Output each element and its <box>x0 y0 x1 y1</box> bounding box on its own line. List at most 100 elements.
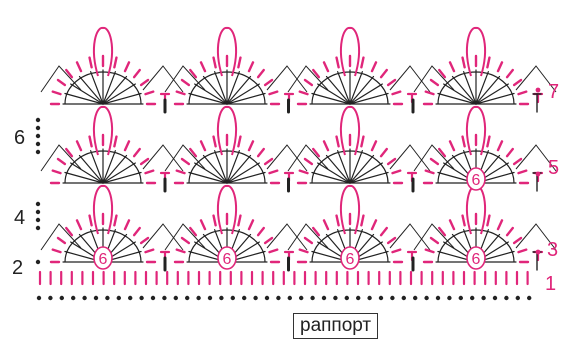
double-crochet-spoke <box>349 162 383 184</box>
picot-stitch <box>303 78 314 87</box>
picot-stitch <box>448 61 456 73</box>
chain-net <box>515 223 557 251</box>
chain-dot <box>310 295 315 301</box>
double-crochet-spoke <box>202 75 228 105</box>
picot-stitch <box>65 68 74 79</box>
chain-dot <box>356 295 361 301</box>
chain-net <box>142 144 184 172</box>
double-crochet-spoke <box>311 171 351 184</box>
double-crochet-spoke <box>102 75 128 105</box>
double-crochet-spoke <box>349 171 389 184</box>
double-crochet-spoke <box>194 83 228 105</box>
picot-stitch <box>370 219 378 231</box>
picot-stitch <box>429 78 440 87</box>
picot-stitch <box>199 219 207 231</box>
double-crochet-spoke <box>349 83 383 105</box>
chain-dot <box>253 295 258 301</box>
chain-loop <box>93 27 113 77</box>
picot-stitch <box>268 248 279 254</box>
picot-stitch <box>247 61 255 73</box>
foundation-rows <box>35 117 532 301</box>
picot-stitch <box>424 248 435 254</box>
picot-stitch <box>486 214 491 227</box>
picot-stitch <box>75 140 83 152</box>
row-number-5: 5 <box>548 157 560 179</box>
picot-stitch <box>438 68 447 79</box>
chain-dot <box>35 201 41 207</box>
picot-stitch <box>438 147 447 158</box>
count-marker <box>217 246 237 270</box>
chain-net <box>515 65 557 93</box>
double-crochet-spoke <box>64 171 104 184</box>
chain-net <box>389 223 431 251</box>
row-number-7: 7 <box>548 81 560 103</box>
double-crochet-spoke <box>226 75 252 105</box>
chain-dot <box>333 295 338 301</box>
picot-stitch <box>123 140 131 152</box>
picot-stitch <box>123 61 131 73</box>
rapport-label: раппорт <box>293 313 379 339</box>
picot-stitch <box>379 68 388 79</box>
picot-stitch <box>212 56 217 69</box>
chain-dot <box>82 295 87 301</box>
shell-layer <box>49 54 530 264</box>
picot-stitch <box>496 61 504 73</box>
chain-net <box>40 65 82 93</box>
chain-loop <box>93 106 113 156</box>
chain-dot <box>173 295 178 301</box>
chain-net-layer <box>40 65 557 272</box>
chain-loop <box>340 27 360 77</box>
double-crochet-spoke <box>78 75 104 105</box>
double-crochet-spoke <box>325 154 351 184</box>
double-crochet-spoke <box>475 83 509 105</box>
chain-dot <box>458 295 463 301</box>
picot-stitch <box>448 140 456 152</box>
picot-stitch <box>56 236 67 245</box>
count-marker <box>466 246 486 270</box>
picot-stitch <box>132 147 141 158</box>
double-crochet-spoke <box>70 162 104 184</box>
picot-stitch <box>360 214 365 227</box>
double-crochet-spoke <box>70 83 104 105</box>
picot-stitch <box>370 140 378 152</box>
shell-count-label: 6 <box>99 251 108 268</box>
picot-stitch <box>391 90 402 96</box>
picot-stitch <box>303 157 314 166</box>
picot-stitch <box>438 226 447 237</box>
chain-net <box>287 65 329 93</box>
double-crochet-spoke <box>214 150 228 184</box>
chain-dot <box>447 295 452 301</box>
picot-stitch <box>180 236 191 245</box>
picot-stitch <box>263 157 274 166</box>
picot-stitch <box>486 135 491 148</box>
picot-stitch <box>175 248 186 254</box>
chain-net <box>287 144 329 172</box>
chain-dot <box>219 295 224 301</box>
edge-dot <box>535 171 541 177</box>
picot-stitch <box>322 140 330 152</box>
chain-dot <box>401 295 406 301</box>
chain-dot <box>207 295 213 301</box>
picot-stitch <box>386 78 397 87</box>
chain-loop <box>466 106 486 156</box>
picot-stitch <box>189 147 198 158</box>
picot-stitch <box>263 78 274 87</box>
picot-stitch <box>312 68 321 79</box>
chain-dot <box>150 295 156 301</box>
picot-stitch <box>517 248 528 254</box>
picot-stitch <box>335 56 340 69</box>
chain-dot <box>35 259 41 265</box>
chain-loop <box>217 27 237 77</box>
picot-stitch <box>139 78 150 87</box>
chain-net <box>413 65 455 93</box>
picot-stitch <box>424 90 435 96</box>
chain-loop <box>466 27 486 77</box>
chain-loop <box>93 185 113 235</box>
double-crochet-spoke <box>349 75 375 105</box>
picot-stitch <box>298 169 309 175</box>
chain-net <box>413 144 455 172</box>
chain-dot <box>59 295 64 301</box>
double-crochet-spoke <box>90 71 104 105</box>
double-crochet-spoke <box>102 162 136 184</box>
chain-dot <box>139 295 144 301</box>
